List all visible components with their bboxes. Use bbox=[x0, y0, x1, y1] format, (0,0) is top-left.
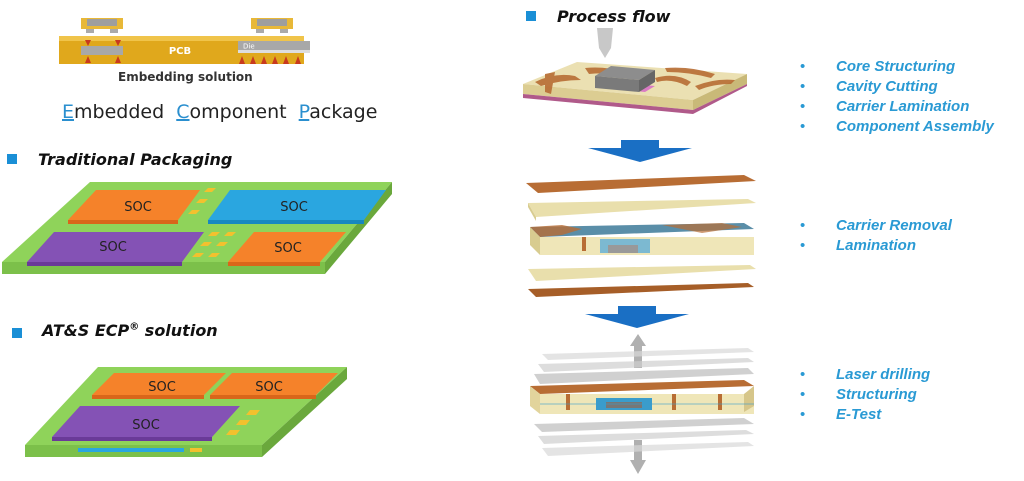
ecp-letter-c: C bbox=[176, 101, 190, 123]
copper-foil-layer bbox=[526, 175, 756, 193]
process-stage-1-image bbox=[523, 28, 747, 114]
embedding-caption: Embedding solution bbox=[118, 70, 253, 84]
section-bullet-icon bbox=[7, 154, 17, 164]
svg-text:SOC: SOC bbox=[255, 380, 283, 395]
soc-chip bbox=[208, 190, 386, 220]
ecp-letter-p: P bbox=[298, 101, 310, 123]
traditional-packaging-title: Traditional Packaging bbox=[38, 150, 233, 169]
die bbox=[595, 66, 655, 80]
process-step: •Lamination bbox=[800, 237, 917, 254]
svg-text:SOC: SOC bbox=[280, 200, 308, 215]
soc-chip bbox=[68, 190, 200, 220]
process-step: •Structuring bbox=[800, 386, 917, 403]
process-steps-group-3: •Laser drilling •Structuring •E-Test bbox=[800, 365, 930, 425]
ecp-letter-e: E bbox=[62, 101, 75, 123]
soc-chip bbox=[228, 232, 346, 262]
soc-chip bbox=[52, 406, 240, 437]
passive-components bbox=[226, 410, 260, 435]
process-stage-2-image bbox=[526, 175, 756, 297]
process-step: •Carrier Removal bbox=[800, 217, 952, 234]
copper-foil-layer bbox=[528, 283, 754, 297]
flow-arrow-icon bbox=[585, 306, 689, 328]
passive-components bbox=[188, 188, 236, 257]
svg-text:SOC: SOC bbox=[132, 418, 160, 433]
process-step: •Core Structuring bbox=[800, 58, 956, 75]
process-step: •Carrier Lamination bbox=[800, 98, 970, 115]
soc-chip bbox=[27, 232, 204, 262]
die bbox=[238, 41, 310, 50]
svg-text:SOC: SOC bbox=[148, 380, 176, 395]
process-flow-title: Process flow bbox=[557, 7, 671, 26]
process-steps-group-2: •Carrier Removal •Lamination bbox=[800, 216, 952, 256]
soc-chip bbox=[92, 373, 226, 395]
traditional-package-diagram: SOC SOC SOC SOC bbox=[2, 182, 392, 274]
process-step: •Cavity Cutting bbox=[800, 78, 938, 95]
embedding-diagram: PCB Die bbox=[59, 18, 310, 64]
structured-core bbox=[530, 380, 754, 394]
process-step: •E-Test bbox=[800, 406, 882, 423]
section-bullet-icon bbox=[526, 11, 536, 21]
section-bullet-icon bbox=[12, 328, 22, 338]
embedded-component bbox=[81, 46, 123, 55]
svg-text:SOC: SOC bbox=[124, 200, 152, 215]
process-stage-3-image bbox=[530, 334, 754, 474]
ecp-acronym-title: Embedded Component Package bbox=[62, 101, 378, 123]
flow-arrow-icon bbox=[588, 140, 692, 162]
ecp-package-diagram: SOC SOC SOC bbox=[25, 367, 347, 457]
embedded-component-bar bbox=[78, 448, 184, 452]
die-label: Die bbox=[243, 43, 255, 51]
process-step: •Component Assembly bbox=[800, 118, 994, 135]
svg-text:SOC: SOC bbox=[274, 241, 302, 256]
process-steps-group-1: •Core Structuring •Cavity Cutting •Carri… bbox=[800, 57, 994, 137]
placement-nozzle bbox=[597, 28, 613, 58]
pcb-label: PCB bbox=[169, 46, 191, 57]
svg-text:SOC: SOC bbox=[99, 240, 127, 255]
soc-chip bbox=[210, 373, 338, 395]
ecp-solution-title: AT&S ECP® solution bbox=[42, 321, 218, 340]
laser-arrow-up-icon bbox=[630, 334, 646, 368]
process-step: •Laser drilling bbox=[800, 366, 931, 383]
